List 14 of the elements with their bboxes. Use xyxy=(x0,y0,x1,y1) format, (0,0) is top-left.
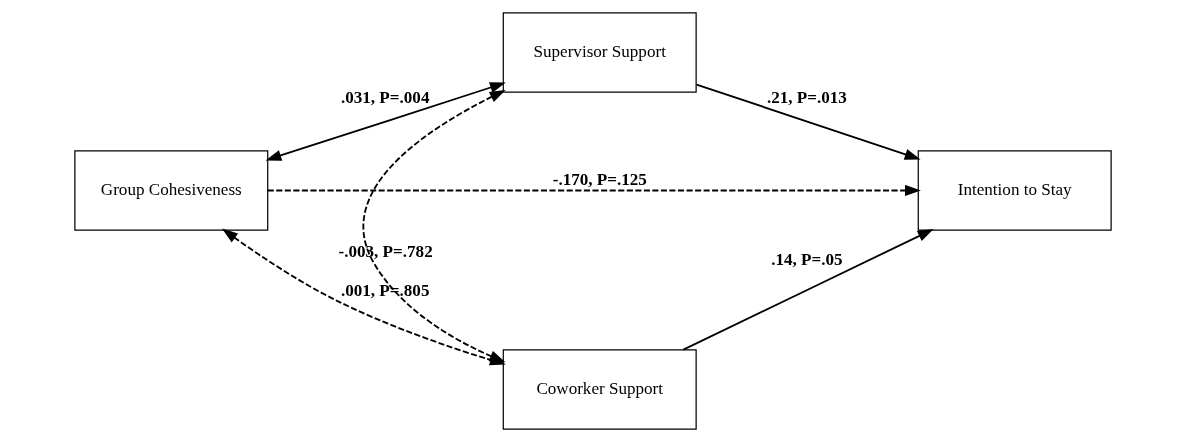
arrow xyxy=(265,82,506,161)
edge-label: .14, P=.05 xyxy=(770,250,843,270)
node-box: Group Cohesiveness xyxy=(73,150,268,231)
arrow xyxy=(266,184,921,197)
arrow xyxy=(695,83,921,160)
arrow xyxy=(682,229,934,351)
node-box: Intention to Stay xyxy=(917,150,1112,231)
edge-label: .031, P=.004 xyxy=(340,87,429,107)
edge-label: -.003, P=.782 xyxy=(338,242,433,262)
edge-label: .21, P=.013 xyxy=(766,87,847,107)
node-box: Coworker Support xyxy=(502,349,697,430)
edge-label: -.170, P=.125 xyxy=(552,169,647,189)
node-box: Supervisor Support xyxy=(502,12,697,93)
edge-label: .001, P=.805 xyxy=(340,280,429,300)
